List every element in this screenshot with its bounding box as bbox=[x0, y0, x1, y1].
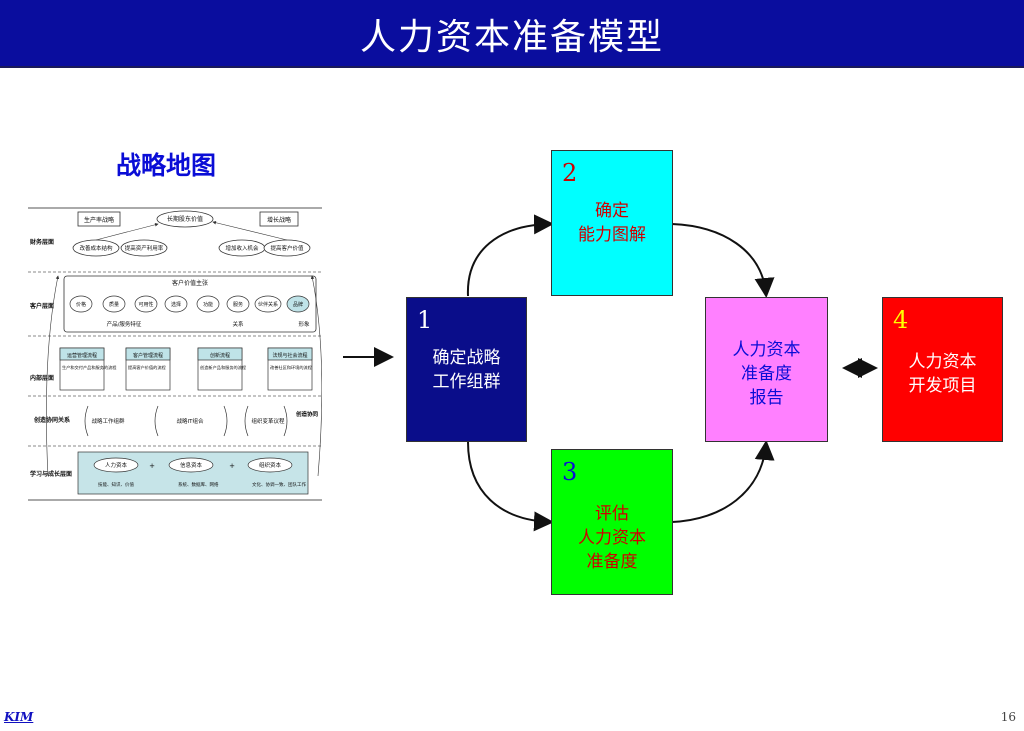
step-3-label-line: 评估 bbox=[595, 504, 629, 524]
arrow-1-to-3 bbox=[467, 441, 554, 532]
top-box-label: 生产率战略 bbox=[84, 216, 114, 224]
customer-oval bbox=[102, 295, 126, 313]
top-box bbox=[77, 211, 121, 227]
customer-title: 客户价值主张 bbox=[172, 279, 208, 287]
map-arrow bbox=[310, 275, 323, 477]
row-label: 财务层面 bbox=[29, 238, 54, 246]
step-2-label-line: 能力图解 bbox=[578, 225, 646, 245]
kim-logo: KIM bbox=[4, 710, 34, 724]
map-arrow bbox=[46, 275, 60, 477]
learning-oval bbox=[247, 457, 293, 473]
customer-panel bbox=[63, 275, 317, 333]
customer-oval bbox=[134, 295, 158, 313]
learning-oval bbox=[168, 457, 214, 473]
finance-oval bbox=[120, 239, 168, 257]
customer-oval-label: 服务 bbox=[233, 301, 243, 308]
learning-oval bbox=[93, 457, 139, 473]
learning-title: 人力资本 bbox=[105, 461, 128, 469]
process-title: 法规与社会流程 bbox=[272, 352, 307, 359]
step-3-number: 3 bbox=[562, 458, 578, 486]
strategy-map: 财务层面 客户层面 内部层面 创造协同关系 学习与成长层面 生产率战略 长期股东… bbox=[28, 206, 323, 502]
learning-desc: 文化、协调一致、团队工作 bbox=[252, 481, 306, 488]
customer-oval bbox=[226, 295, 250, 313]
finance-oval-label: 改善成本结构 bbox=[79, 244, 113, 252]
customer-oval-label: 伙伴关系 bbox=[258, 301, 278, 308]
synergy-item: 组织变革议程 bbox=[251, 417, 285, 425]
step-1-number: 1 bbox=[417, 306, 433, 334]
finance-oval-label: 提高资产利用率 bbox=[125, 244, 164, 252]
customer-oval-label: 选择 bbox=[171, 301, 181, 308]
map-arrow bbox=[212, 220, 288, 241]
customer-oval bbox=[196, 295, 220, 313]
finance-oval-label: 增加收入机会 bbox=[225, 244, 259, 252]
top-oval-label: 长期股东价值 bbox=[167, 215, 203, 223]
top-box bbox=[259, 211, 299, 227]
top-oval bbox=[156, 210, 214, 228]
step-2-box: 2 确定 能力图解 bbox=[551, 150, 673, 296]
step-3-label-line: 人力资本 bbox=[578, 528, 646, 548]
page-number: 16 bbox=[1000, 710, 1016, 724]
learning-title: 信息资本 bbox=[180, 461, 203, 469]
customer-oval-label: 功能 bbox=[203, 301, 213, 308]
customer-oval-label: 价格 bbox=[76, 301, 86, 308]
step-2-label-line: 确定 bbox=[595, 201, 629, 221]
top-box-label: 增长战略 bbox=[267, 216, 291, 224]
process-title: 客户管理流程 bbox=[133, 352, 163, 359]
report-label-line: 准备度 bbox=[741, 364, 792, 384]
step-2-number: 2 bbox=[562, 159, 578, 187]
step-4-box: 4 人力资本 开发项目 bbox=[882, 297, 1003, 442]
customer-oval-label: 质量 bbox=[109, 301, 119, 308]
customer-oval bbox=[69, 295, 93, 313]
process-desc: 生产和交付产品和服务的流程 bbox=[62, 364, 117, 371]
step-1-label-line: 工作组群 bbox=[432, 372, 501, 392]
customer-footer: 关系 bbox=[232, 320, 244, 328]
process-desc: 提高客户价值的流程 bbox=[128, 364, 167, 371]
synergy-item: 战略工作组群 bbox=[91, 417, 125, 425]
synergy-item: 战略IT组合 bbox=[177, 417, 204, 425]
process-boxes: 运营管理流程 生产和交付产品和服务的流程 客户管理流程 提高客户价值的流程 创新… bbox=[59, 347, 313, 391]
learning-desc: 系统、数据库、网络 bbox=[178, 481, 219, 488]
report-label-line: 报告 bbox=[749, 388, 784, 408]
customer-oval-label: 品牌 bbox=[293, 301, 303, 308]
customer-footer: 产品/服务特征 bbox=[107, 320, 142, 328]
strategy-map-title: 战略地图 bbox=[116, 151, 217, 180]
process-title: 运营管理流程 bbox=[67, 352, 97, 359]
customer-oval bbox=[164, 295, 188, 313]
process-desc: 创造新产品和服务的流程 bbox=[200, 364, 247, 371]
process-desc: 改善社区和环境的流程 bbox=[270, 364, 313, 371]
arrow-1-to-2 bbox=[466, 214, 554, 297]
svg-text:+: + bbox=[149, 462, 155, 470]
row-label: 客户层面 bbox=[29, 302, 54, 310]
finance-oval-label: 提高客户价值 bbox=[270, 244, 304, 252]
title-bar: 人力资本准备模型 bbox=[0, 0, 1024, 68]
arrow-2-to-report bbox=[671, 223, 775, 298]
readiness-report-box: 人力资本 准备度 报告 bbox=[705, 297, 828, 442]
learning-title: 组织资本 bbox=[259, 461, 282, 469]
row-label: 创造协同关系 bbox=[33, 416, 70, 424]
step-3-box: 3 评估 人力资本 准备度 bbox=[551, 449, 673, 595]
step-4-label-line: 开发项目 bbox=[908, 376, 977, 396]
synergy-label: 创造协同 bbox=[295, 410, 319, 418]
customer-ovals: 价格 质量 可用性 选择 功能 服务 伙伴关系 品牌 bbox=[69, 295, 310, 313]
step-1-label-line: 确定战略 bbox=[432, 348, 501, 368]
step-3-label-line: 准备度 bbox=[586, 552, 638, 572]
arrow-3-to-report bbox=[671, 440, 775, 523]
step-4-number: 4 bbox=[893, 306, 909, 334]
map-arrow bbox=[95, 223, 159, 241]
customer-footer: 形象 bbox=[298, 320, 310, 328]
customer-oval bbox=[286, 295, 310, 313]
strategy-map-svg: 财务层面 客户层面 内部层面 创造协同关系 学习与成长层面 生产率战略 长期股东… bbox=[28, 207, 323, 501]
report-label-line: 人力资本 bbox=[732, 340, 801, 360]
row-label: 内部层面 bbox=[30, 374, 54, 382]
customer-oval-label: 可用性 bbox=[138, 301, 153, 308]
customer-oval bbox=[254, 295, 282, 313]
process-title: 创新流程 bbox=[210, 352, 230, 359]
learning-desc: 技能、知识、价值 bbox=[98, 481, 134, 488]
row-label: 学习与成长层面 bbox=[30, 470, 72, 478]
step-4-label-line: 人力资本 bbox=[908, 352, 977, 372]
svg-text:+: + bbox=[229, 462, 235, 470]
page-title: 人力资本准备模型 bbox=[359, 17, 664, 58]
step-1-box: 1 确定战略 工作组群 bbox=[406, 297, 527, 442]
